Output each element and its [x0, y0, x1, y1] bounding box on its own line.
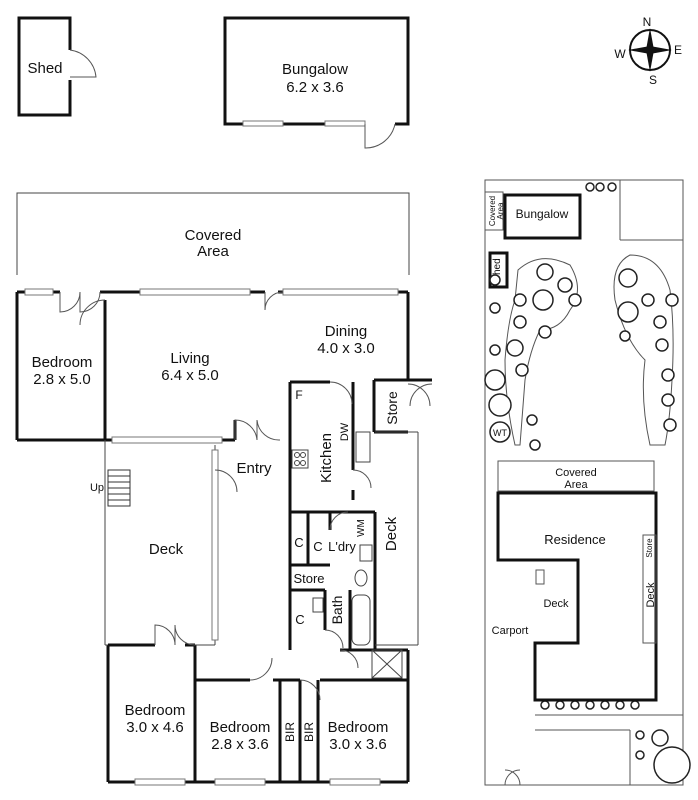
site-bungalow-label: Bungalow: [516, 207, 569, 221]
kitchen-label: Kitchen: [318, 433, 335, 483]
washing-machine-label: WM: [356, 519, 367, 537]
fridge-label: F: [295, 388, 302, 402]
shower: [371, 649, 403, 679]
entry-label: Entry: [236, 460, 272, 477]
house-plan: Covered Area: [15, 192, 433, 786]
bedroom-3-label: Bedroom: [328, 719, 389, 736]
stairs: [107, 469, 131, 507]
trough: [359, 544, 373, 562]
site-covered-area-2: Area: [564, 479, 588, 491]
cooktop: [291, 449, 309, 469]
laundry-label: L'dry: [328, 539, 356, 554]
dining-size: 4.0 x 3.0: [317, 340, 375, 357]
up-label: Up: [90, 482, 104, 494]
vanity: [312, 597, 324, 613]
living-size: 6.4 x 5.0: [161, 367, 219, 384]
water-tank-label: WT: [493, 428, 507, 438]
store2-label: Store: [293, 571, 324, 586]
bungalow-size: 6.2 x 3.6: [286, 79, 344, 96]
bir-1-label: BIR: [283, 722, 297, 742]
residence-outline: [496, 491, 658, 702]
bedroom-2-size: 2.8 x 3.6: [211, 736, 269, 753]
garden-bed-right: [613, 254, 674, 446]
compass-rose: N S E W: [614, 15, 682, 87]
site-shed-label: Shed: [492, 258, 503, 281]
compass-w: W: [614, 47, 626, 61]
bedroom-1-size: 3.0 x 4.6: [126, 719, 184, 736]
cupboard-3-label: C: [295, 612, 304, 627]
residence-label: Residence: [544, 532, 605, 547]
cupboard-1-label: C: [294, 535, 303, 550]
site-covered-area-1: Covered: [555, 467, 597, 479]
toilet: [354, 569, 368, 587]
door-swings: [59, 291, 433, 701]
site-covered-small-1: Covered: [488, 196, 497, 226]
covered-area-label-1: Covered: [185, 227, 242, 244]
compass-n: N: [643, 15, 652, 29]
sink: [355, 431, 371, 463]
dining-label: Dining: [325, 323, 368, 340]
bungalow: Bungalow 6.2 x 3.6: [223, 16, 410, 149]
bedroom-1-label: Bedroom: [125, 702, 186, 719]
deck-side-label: Deck: [383, 516, 400, 551]
cupboard-2-label: C: [313, 539, 322, 554]
site-store-label: Store: [645, 538, 654, 558]
site-plan: Covered Area Bungalow Shed: [484, 179, 691, 786]
deck-main-label: Deck: [149, 541, 184, 558]
bir-2-label: BIR: [302, 722, 316, 742]
trees: [484, 182, 691, 784]
bedroom-2-label: Bedroom: [210, 719, 271, 736]
compass-s: S: [649, 73, 657, 87]
bedroom-w-label: Bedroom: [32, 354, 93, 371]
site-deck-side: Deck: [645, 582, 657, 608]
covered-area-label-2: Area: [197, 243, 229, 260]
store-label: Store: [384, 391, 400, 425]
living-label: Living: [170, 350, 209, 367]
bathtub: [351, 594, 371, 646]
carport-label: Carport: [492, 625, 529, 637]
site-covered-small-2: Area: [496, 202, 505, 219]
bungalow-label: Bungalow: [282, 61, 348, 78]
bedroom-3-size: 3.0 x 3.6: [329, 736, 387, 753]
site-deck-inner: Deck: [543, 598, 569, 610]
bedroom-w-size: 2.8 x 5.0: [33, 371, 91, 388]
dishwasher-label: DW: [339, 422, 351, 441]
compass-e: E: [674, 43, 682, 57]
bath-label: Bath: [329, 596, 345, 625]
shed: Shed: [17, 16, 97, 117]
shed-label: Shed: [27, 60, 62, 77]
